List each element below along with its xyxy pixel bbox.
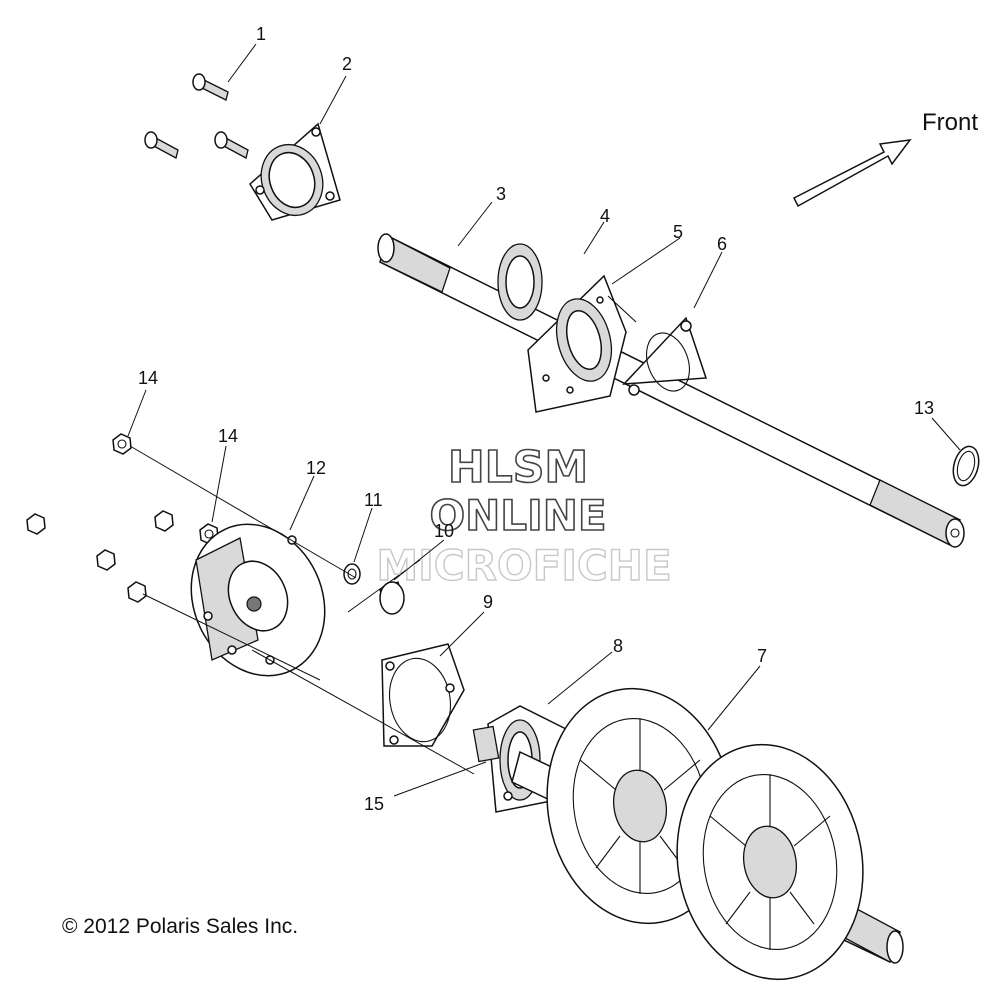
nut-part-14e (96, 549, 116, 571)
svg-text:9: 9 (483, 592, 493, 612)
svg-text:13: 13 (914, 398, 934, 418)
bolt-part-1a (192, 73, 229, 101)
svg-text:5: 5 (673, 222, 683, 242)
nut-part-14f (127, 581, 147, 603)
nut-part-14a (112, 433, 132, 455)
retaining-ring-part-13 (952, 445, 980, 487)
callout-14a: 14 (127, 368, 158, 437)
svg-text:2: 2 (342, 54, 352, 74)
callout-9: 9 (439, 592, 493, 657)
svg-text:4: 4 (600, 206, 610, 226)
svg-text:11: 11 (364, 490, 383, 510)
svg-text:8: 8 (613, 636, 623, 656)
nut-part-14d (154, 510, 174, 532)
callout-5: 5 (611, 222, 683, 285)
watermark-line-3: MICROFICHE (376, 541, 671, 590)
flange-plate-part-2 (249, 122, 341, 221)
callout-15: 15 (364, 761, 487, 814)
svg-text:6: 6 (717, 234, 727, 254)
svg-text:14: 14 (138, 368, 158, 388)
callout-1: 1 (227, 24, 266, 83)
callout-6: 6 (693, 234, 727, 309)
svg-text:7: 7 (757, 646, 767, 666)
gasket-part-9 (381, 643, 465, 747)
bearing-flange-part-5 (527, 274, 627, 413)
front-direction-arrow (792, 139, 912, 208)
seal-part-11 (343, 563, 361, 585)
front-label: Front (922, 109, 978, 136)
bearing-housing-part-12 (190, 523, 326, 677)
callout-14b: 14 (211, 426, 238, 523)
callout-4: 4 (583, 206, 610, 255)
callout-3: 3 (457, 184, 506, 247)
callout-10: 10 (393, 521, 454, 581)
sprocket-part-7b (676, 743, 864, 981)
svg-text:10: 10 (434, 521, 454, 541)
bolt-part-1c (214, 131, 249, 159)
gasket-part-6 (622, 316, 708, 396)
callout-8: 8 (547, 636, 623, 705)
callout-7: 7 (707, 646, 767, 731)
copyright-text: © 2012 Polaris Sales Inc. (62, 915, 298, 938)
nut-part-14c (26, 513, 46, 535)
callout-12: 12 (289, 458, 326, 531)
callout-13: 13 (914, 398, 961, 451)
watermark-line-1: HLSM (448, 442, 588, 493)
bolt-part-1b (144, 131, 179, 159)
watermark-line-2: ONLINE (429, 491, 606, 540)
svg-text:3: 3 (496, 184, 506, 204)
callout-11: 11 (353, 490, 383, 563)
svg-text:14: 14 (218, 426, 238, 446)
svg-text:1: 1 (256, 24, 266, 44)
callout-2: 2 (319, 54, 352, 125)
svg-text:12: 12 (306, 458, 326, 478)
plug-part-10 (379, 581, 405, 615)
bearing-part-4 (497, 243, 543, 321)
svg-text:15: 15 (364, 794, 384, 814)
